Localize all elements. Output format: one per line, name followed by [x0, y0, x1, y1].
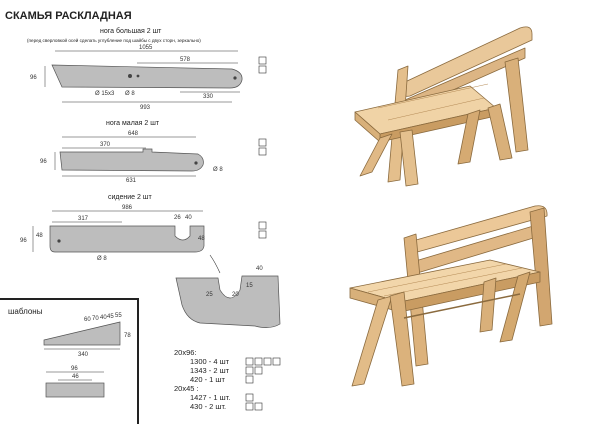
bench-illustration — [349, 205, 553, 387]
svg-text:986: 986 — [122, 205, 133, 211]
svg-text:60: 60 — [84, 317, 91, 323]
svg-text:340: 340 — [78, 352, 89, 358]
svg-text:370: 370 — [100, 142, 111, 148]
svg-text:25: 25 — [206, 292, 213, 298]
svg-text:20x96:: 20x96: — [174, 348, 197, 357]
svg-text:420 - 1 шт: 420 - 1 шт — [190, 375, 225, 384]
svg-text:96: 96 — [40, 159, 47, 165]
svg-text:631: 631 — [126, 178, 137, 184]
svg-text:70: 70 — [92, 316, 99, 322]
svg-text:48: 48 — [198, 236, 205, 242]
svg-text:45: 45 — [107, 314, 114, 320]
angle-template-shape — [43, 321, 121, 346]
svg-text:Ø 8: Ø 8 — [125, 91, 135, 97]
svg-text:330: 330 — [203, 94, 214, 100]
svg-text:40: 40 — [100, 315, 107, 321]
small-leg-shape — [59, 148, 204, 172]
page-title: СКАМЬЯ РАСКЛАДНАЯ — [5, 10, 132, 22]
small-leg-label: нога малая 2 шт — [106, 120, 160, 127]
svg-text:96: 96 — [30, 75, 37, 81]
big-leg-drawing: нога большая 2 шт (перед сверловкой осей… — [27, 27, 267, 111]
svg-text:430 - 2 шт.: 430 - 2 шт. — [190, 402, 226, 411]
seat-slot-detail: 40 25 20 15 — [175, 254, 281, 328]
svg-text:20x45 :: 20x45 : — [174, 384, 199, 393]
big-leg-shape — [51, 64, 243, 89]
svg-text:96: 96 — [71, 366, 78, 372]
seat-label: сидение 2 шт — [108, 194, 152, 201]
seat-drawing: сидение 2 шт 986 317 26 40 96 48 48 Ø 8 — [20, 194, 267, 262]
svg-text:1427 - 1 шт.: 1427 - 1 шт. — [190, 393, 230, 402]
svg-text:317: 317 — [78, 216, 89, 222]
svg-text:993: 993 — [140, 105, 151, 111]
svg-text:40: 40 — [256, 266, 263, 272]
folded-table-illustration — [354, 26, 533, 187]
svg-text:648: 648 — [128, 131, 139, 137]
block-template-shape — [45, 382, 105, 398]
big-leg-label: нога большая 2 шт — [100, 27, 162, 35]
svg-text:1055: 1055 — [139, 45, 153, 51]
svg-text:20: 20 — [232, 292, 239, 298]
svg-text:26: 26 — [174, 215, 181, 221]
big-leg-note: (перед сверловкой осей сделать углублени… — [27, 37, 201, 43]
svg-text:55: 55 — [115, 313, 122, 319]
templates-label: шаблоны — [8, 307, 43, 316]
seat-shape — [49, 225, 205, 253]
svg-text:Ø 8: Ø 8 — [97, 256, 107, 262]
svg-text:96: 96 — [20, 238, 27, 244]
bill-of-materials: 20x96: 1300 - 4 шт 1343 - 2 шт 420 - 1 ш… — [174, 348, 281, 411]
svg-text:48: 48 — [36, 233, 43, 239]
small-leg-drawing: нога малая 2 шт 648 370 96 Ø 8 631 — [40, 120, 267, 184]
svg-text:Ø 8: Ø 8 — [213, 167, 223, 173]
svg-text:78: 78 — [124, 333, 131, 339]
templates-panel: шаблоны 60 70 40 45 55 340 78 96 46 — [0, 298, 139, 424]
svg-text:15: 15 — [246, 283, 253, 289]
svg-text:1300 - 4 шт: 1300 - 4 шт — [190, 357, 230, 366]
svg-text:1343 - 2 шт: 1343 - 2 шт — [190, 366, 230, 375]
svg-text:46: 46 — [72, 374, 79, 380]
svg-text:40: 40 — [185, 215, 192, 221]
svg-text:578: 578 — [180, 57, 191, 63]
svg-text:Ø 15x3: Ø 15x3 — [95, 91, 115, 97]
